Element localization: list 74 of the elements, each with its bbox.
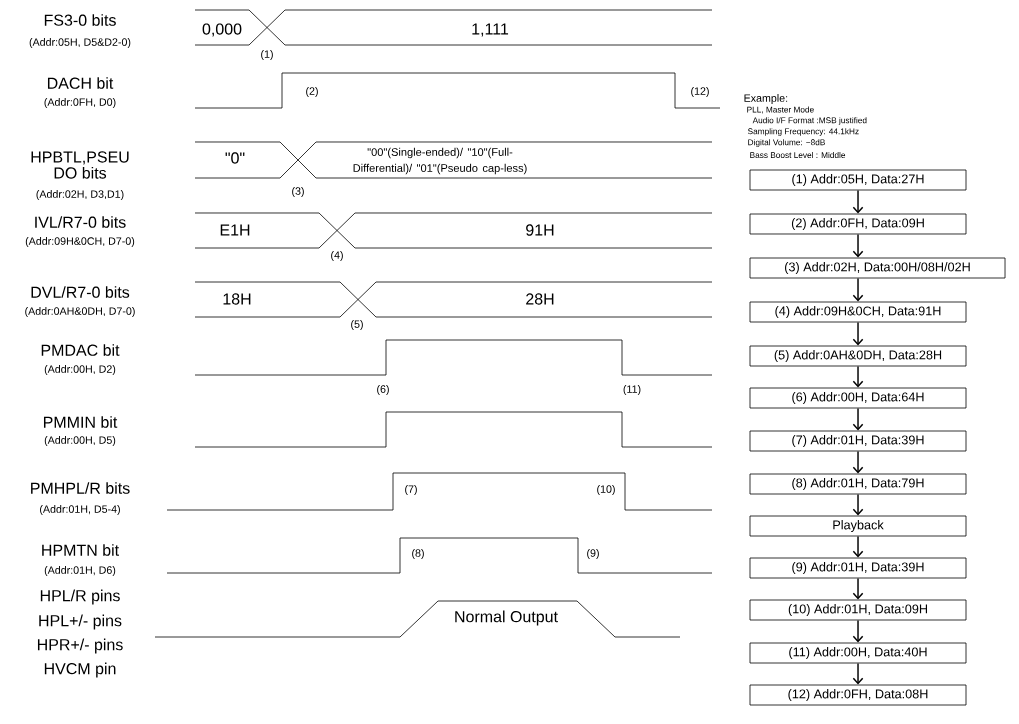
step-box: (1) Addr:05H, Data:27H <box>749 169 967 191</box>
step-number: (2) <box>306 87 318 97</box>
step-box: (6) Addr:00H, Data:64H <box>749 387 967 409</box>
arrow <box>852 277 864 302</box>
bus-value: 1,111 <box>472 23 509 37</box>
step-number: (6) <box>377 385 389 395</box>
arrow <box>852 493 864 516</box>
step-box: (9) Addr:01H, Data:39H <box>749 557 967 579</box>
arrow <box>852 407 864 431</box>
step-box: (2) Addr:0FH, Data:09H <box>749 213 967 235</box>
step-number: (8) <box>412 549 424 559</box>
register-address: (Addr:0AH&0DH, D7-0) <box>25 307 135 317</box>
register-address: (Addr:0FH, D0) <box>44 98 116 108</box>
signal-name: IVL/R7-0 bits <box>35 216 126 228</box>
step-number: (11) <box>623 385 641 395</box>
step-box: Playback <box>749 515 967 537</box>
example-note: Sampling Frequency: 44.1kHz <box>748 128 859 136</box>
bus-value: 18H <box>223 293 251 305</box>
step-box: (7) Addr:01H, Data:39H <box>749 430 967 452</box>
step-box: (3) Addr:02H, Data:00H/08H/02H <box>749 257 1006 279</box>
step-number: (7) <box>405 485 417 495</box>
arrow <box>852 321 864 346</box>
signal-name: HPL+/- pins <box>39 614 122 630</box>
arrow <box>852 233 864 258</box>
signal-name: HVCM pin <box>44 662 116 678</box>
step-number: (5) <box>351 320 363 330</box>
step-number: (12) <box>691 87 709 97</box>
bus-value: "00"(Single-ended)/ "10"(Full-Differential)/ "01"(Pseudo cap-less) <box>353 147 527 175</box>
register-address: (Addr:00H, D5) <box>44 436 116 446</box>
signal-name: DACH bit <box>48 77 114 89</box>
step-number: (10) <box>597 485 615 495</box>
example-note: Audio I/F Format :MSB justified <box>752 117 867 125</box>
register-address: (Addr:05H, D5&D2-0) <box>29 38 131 48</box>
bus-value: 0,000 <box>202 23 242 37</box>
signal-name: PMMIN bit <box>44 416 118 428</box>
step-number: (3) <box>292 187 304 197</box>
signal-name: HPBTL,PSEU DO bits <box>31 151 129 179</box>
arrow <box>852 577 864 600</box>
signal-name: HPL/R pins <box>40 589 120 605</box>
arrow <box>852 189 864 214</box>
example-note: PLL, Master Mode <box>747 106 814 114</box>
bus-value: 28H <box>526 293 554 305</box>
register-address: (Addr:02H, D3,D1) <box>36 190 124 200</box>
step-number: (1) <box>261 50 273 60</box>
step-number: (4) <box>331 251 343 261</box>
arrow <box>852 365 864 388</box>
step-box: (10) Addr:01H, Data:09H <box>749 599 967 621</box>
register-address: (Addr:01H, D6) <box>44 566 116 576</box>
step-box: (5) Addr:0AH&0DH, Data:28H <box>749 345 967 367</box>
step-box: (4) Addr:09H&0CH, Data:91H <box>749 301 967 323</box>
arrow <box>852 662 864 685</box>
register-address: (Addr:00H, D2) <box>44 365 116 375</box>
example-note: Digital Volume: −8dB <box>748 139 825 147</box>
signal-name: HPMTN bit <box>42 544 119 556</box>
bus-value: 91H <box>526 224 554 236</box>
bus-value: "0" <box>225 152 245 164</box>
signal-name: PMHPL/R bits <box>31 482 130 494</box>
arrow <box>852 535 864 558</box>
step-box: (12) Addr:0FH, Data:08H <box>749 684 967 706</box>
step-box: (11) Addr:00H, Data:40H <box>749 642 967 664</box>
step-number: (9) <box>587 549 599 559</box>
signal-name: PMDAC bit <box>41 344 120 356</box>
arrow <box>852 619 864 643</box>
output-label: Normal Output <box>455 610 558 626</box>
signal-name: FS3-0 bits <box>44 14 116 26</box>
register-address: (Addr:09H&0CH, D7-0) <box>25 237 135 247</box>
example-heading: Example: <box>744 94 788 104</box>
example-note: Bass Boost Level : Middle <box>750 152 846 159</box>
register-address: (Addr:01H, D5-4) <box>40 505 120 515</box>
step-box: (8) Addr:01H, Data:79H <box>749 473 967 495</box>
bus-value: E1H <box>220 224 250 236</box>
arrow <box>852 450 864 474</box>
signal-name: HPR+/- pins <box>37 638 123 654</box>
signal-name: DVL/R7-0 bits <box>31 286 130 298</box>
